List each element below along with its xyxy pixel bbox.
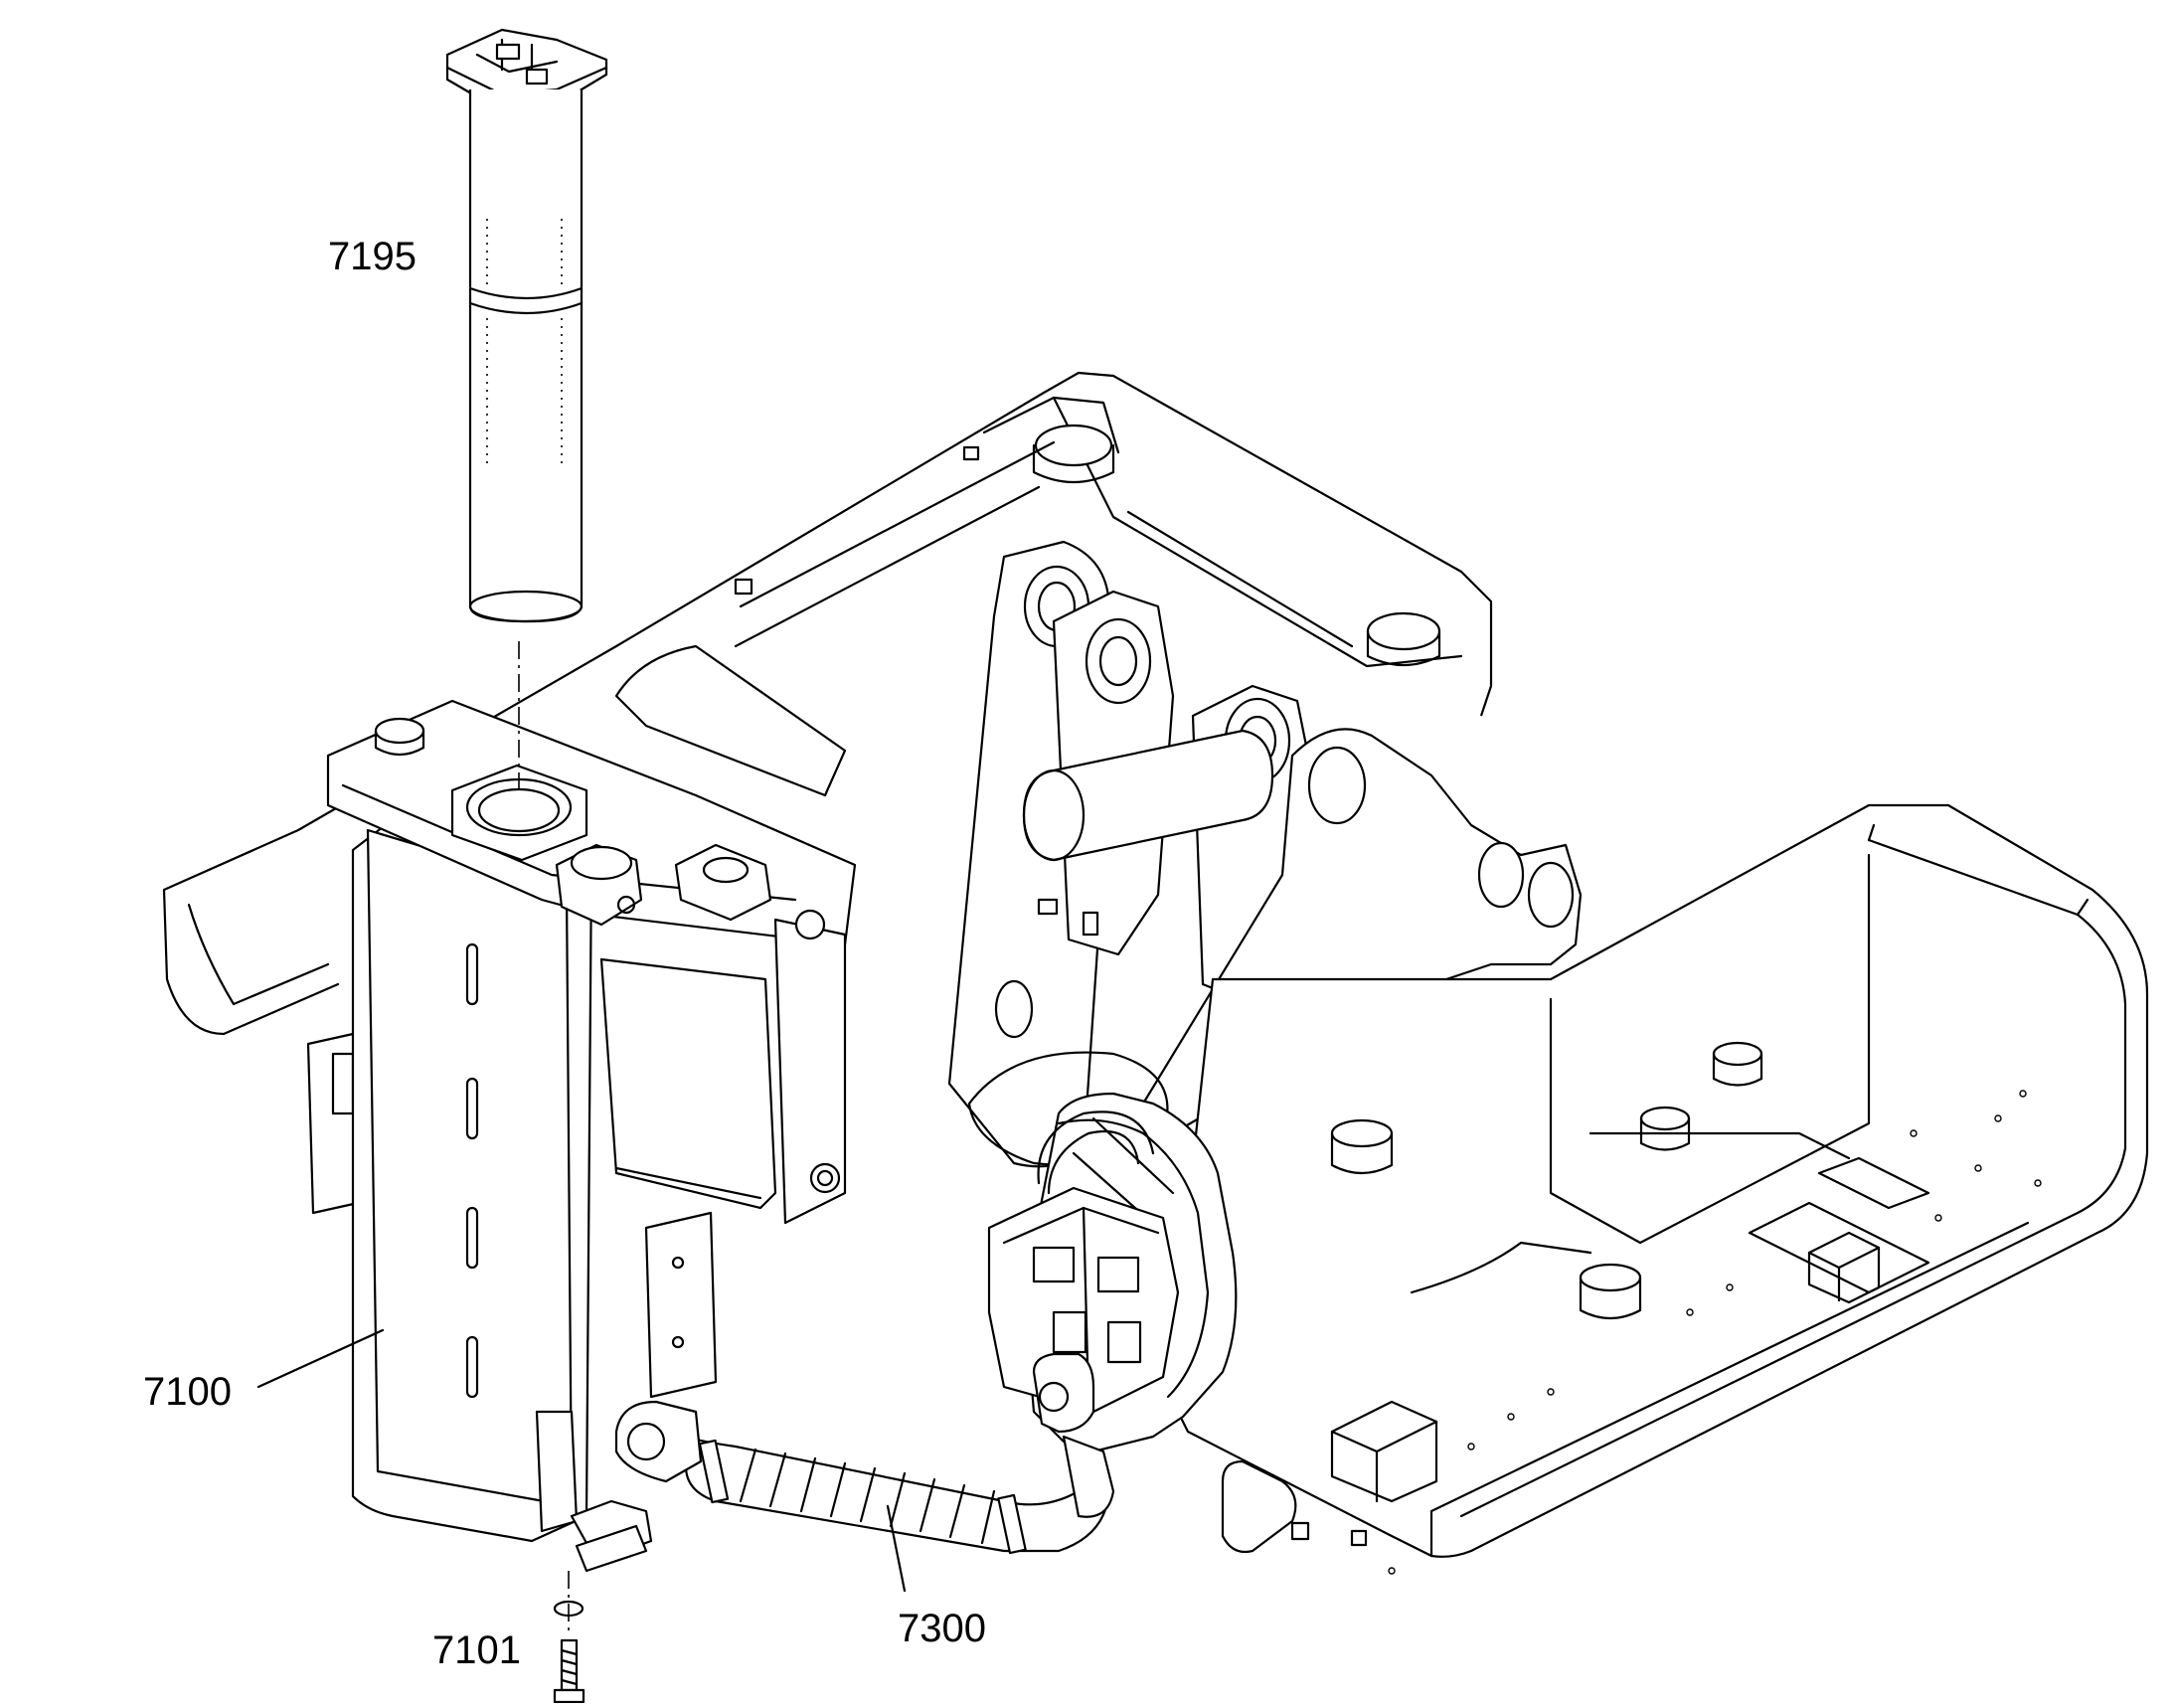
right-deck-frame bbox=[1166, 803, 2149, 1575]
hydraulic-pump bbox=[987, 1092, 1238, 1453]
callout-7101: 7101 bbox=[432, 1628, 521, 1672]
leader-lines bbox=[256, 1328, 907, 1593]
callout-7300: 7300 bbox=[898, 1607, 986, 1650]
engine-mount bbox=[1330, 1041, 1763, 1320]
callout-7195: 7195 bbox=[328, 235, 417, 278]
drain-screw bbox=[553, 1600, 585, 1704]
callout-7100: 7100 bbox=[143, 1370, 232, 1414]
suction-hose bbox=[614, 1400, 1115, 1555]
filter-element bbox=[445, 28, 608, 623]
hydraulic-tank bbox=[306, 699, 857, 1573]
